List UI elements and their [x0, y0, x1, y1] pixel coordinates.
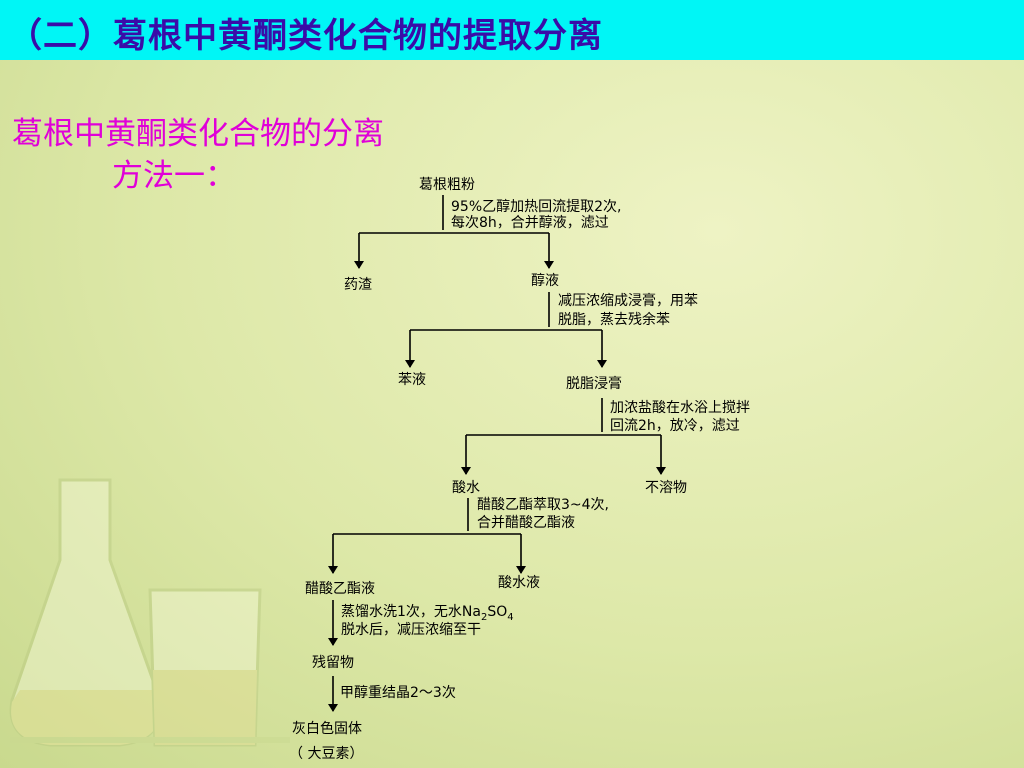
- step5-so: SO: [487, 604, 508, 620]
- node-product-name: （ 大豆素）: [289, 746, 364, 762]
- node-ethyl-acetate-liquid: 醋酸乙酯液: [305, 581, 375, 597]
- node-start: 葛根粗粉: [419, 177, 475, 193]
- node-defatted-extract: 脱脂浸膏: [566, 376, 622, 392]
- node-residue2: 残留物: [312, 655, 354, 671]
- step2-line2: 脱脂，蒸去残余苯: [558, 312, 670, 328]
- step4-line1: 醋酸乙酯萃取3~4次,: [477, 497, 609, 513]
- node-product: 灰白色固体: [292, 721, 362, 737]
- node-benzene-liquid: 苯液: [398, 372, 426, 388]
- step5-sub-2: 2: [480, 611, 488, 623]
- method-label: 方法一：: [112, 158, 236, 194]
- step1-line2: 每次8h，合并醇液，滤过: [451, 215, 609, 231]
- step5-line1: 蒸馏水洗1次，无水Na2SO4: [341, 602, 514, 628]
- step5-sub-4: 4: [507, 611, 514, 623]
- step5-line2: 脱水后，减压浓缩至干: [341, 622, 481, 638]
- node-alcohol-liquid: 醇液: [531, 273, 559, 289]
- step3-line1: 加浓盐酸在水浴上搅拌: [610, 400, 750, 416]
- section-heading: 葛根中黄酮类化合物的分离: [12, 116, 384, 152]
- step2-line1: 减压浓缩成浸膏，用苯: [558, 293, 698, 309]
- step1-line1: 95%乙醇加热回流提取2次,: [451, 199, 622, 215]
- node-acid-water-liquid: 酸水液: [498, 575, 540, 591]
- page-title: （二）葛根中黄酮类化合物的提取分离: [8, 16, 603, 56]
- step6: 甲醇重结晶2～3次: [340, 685, 456, 701]
- node-residue: 药渣: [344, 277, 372, 293]
- node-acid-water: 酸水: [452, 480, 480, 496]
- step5-text: 蒸馏水洗1次，无水Na: [341, 604, 481, 620]
- lab-glassware-watermark: [9, 478, 290, 747]
- step4-line2: 合并醋酸乙酯液: [477, 515, 575, 531]
- node-insoluble: 不溶物: [645, 480, 687, 496]
- step3-line2: 回流2h，放冷，滤过: [610, 418, 740, 434]
- title-bar: （二）葛根中黄酮类化合物的提取分离: [0, 0, 1024, 60]
